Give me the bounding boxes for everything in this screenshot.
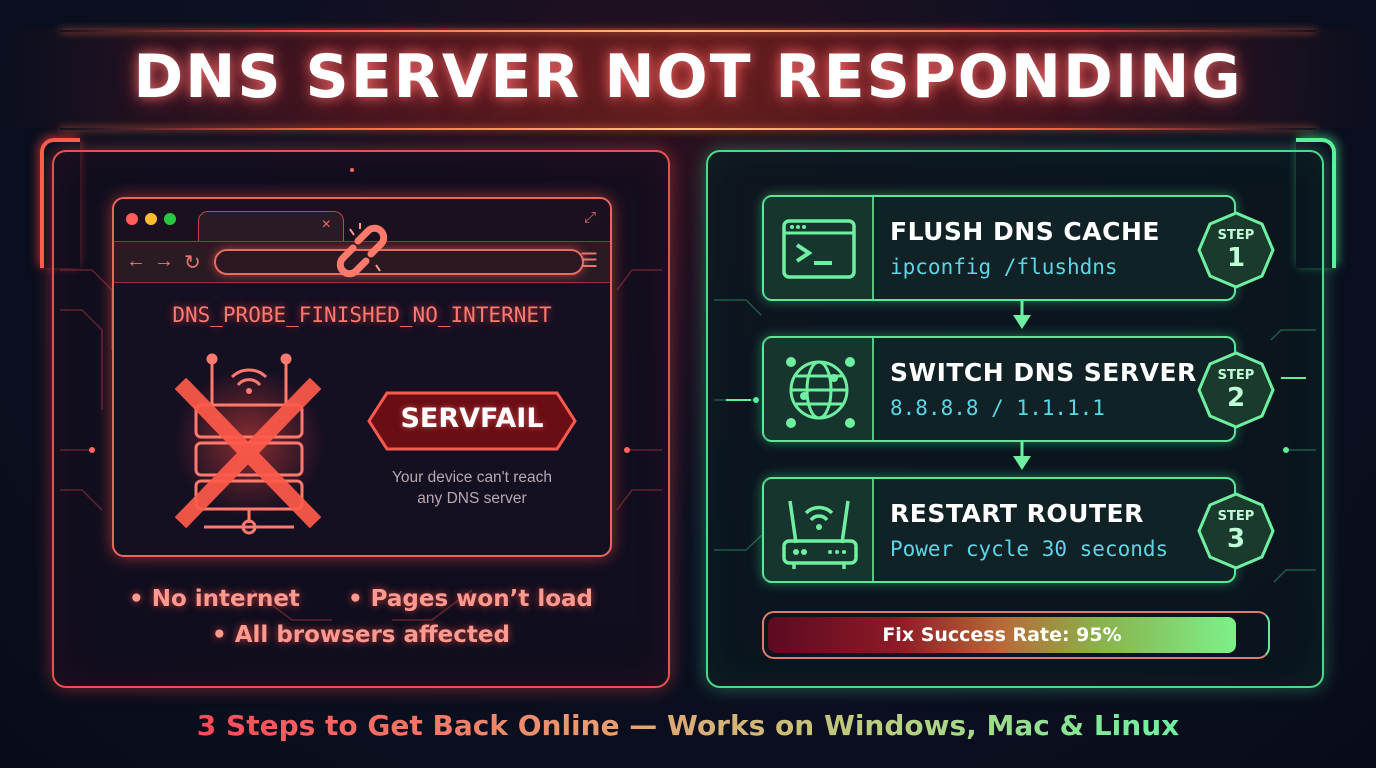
step-badge-2: STEP 2 bbox=[1196, 350, 1276, 430]
reload-icon[interactable]: ↻ bbox=[184, 252, 201, 274]
step-card-3[interactable]: RESTART ROUTER Power cycle 30 seconds bbox=[762, 477, 1236, 583]
step-card-2[interactable]: SWITCH DNS SERVER 8.8.8.8 / 1.1.1.1 bbox=[762, 336, 1236, 442]
error-description: Your device can't reach any DNS server bbox=[354, 467, 590, 509]
window-close-dot[interactable] bbox=[126, 213, 138, 225]
title-glow-line-bottom bbox=[60, 128, 1316, 130]
browser-tab[interactable]: × bbox=[198, 211, 344, 243]
arrow-down-icon bbox=[1013, 442, 1031, 470]
green-circuit-traces bbox=[714, 299, 1316, 583]
success-rate-label: Fix Success Rate: 95% bbox=[882, 624, 1122, 646]
arrow-down-icon bbox=[1013, 301, 1031, 329]
success-rate-bar bbox=[762, 611, 1270, 659]
servfail-badge-frame bbox=[367, 391, 577, 451]
step-badge-3: STEP 3 bbox=[1196, 491, 1276, 571]
step-icon-box bbox=[764, 197, 874, 299]
step-icon-box bbox=[764, 338, 874, 440]
step-title: SWITCH DNS SERVER bbox=[890, 358, 1197, 387]
red-corner-accent bbox=[40, 138, 80, 268]
menu-icon[interactable]: ☰ bbox=[580, 250, 598, 272]
symptom-item: • No internet bbox=[128, 586, 300, 612]
step-number: 1 bbox=[1226, 243, 1246, 273]
error-description-line2: any DNS server bbox=[417, 490, 527, 507]
browser-window: × ⤢ ← → ↻ ☰ DNS_PROBE_FINISHED_NO_INTERN… bbox=[112, 197, 612, 557]
error-description-line1: Your device can't reach bbox=[391, 469, 553, 486]
step-badge-label: STEP bbox=[1217, 509, 1255, 524]
forward-arrow-icon[interactable]: → bbox=[154, 250, 174, 272]
window-minimize-dot[interactable] bbox=[145, 213, 157, 225]
step-title: FLUSH DNS CACHE bbox=[890, 217, 1160, 246]
symptom-item: • All browsers affected bbox=[212, 622, 510, 648]
step-command: 8.8.8.8 / 1.1.1.1 bbox=[890, 396, 1105, 420]
step-badge-1: STEP 1 bbox=[1196, 210, 1276, 290]
globe-network-icon bbox=[786, 357, 855, 428]
expand-icon[interactable]: ⤢ bbox=[583, 209, 596, 226]
step-title: RESTART ROUTER bbox=[890, 499, 1144, 528]
step-card-1[interactable]: FLUSH DNS CACHE ipconfig /flushdns bbox=[762, 195, 1236, 301]
step-badge-label: STEP bbox=[1217, 228, 1255, 243]
tab-close-icon[interactable]: × bbox=[321, 216, 331, 233]
terminal-icon bbox=[782, 219, 856, 279]
success-rate-fill bbox=[768, 617, 1236, 653]
symptom-item: • Pages won’t load bbox=[347, 586, 593, 612]
symptom-list: • No internet • Pages won’t load • All b… bbox=[52, 586, 670, 658]
red-circuit-traces bbox=[60, 168, 662, 621]
step-command: Power cycle 30 seconds bbox=[890, 537, 1169, 561]
window-maximize-dot[interactable] bbox=[164, 213, 176, 225]
step-number: 2 bbox=[1226, 383, 1246, 413]
footer-tagline: 3 Steps to Get Back Online — Works on Wi… bbox=[0, 709, 1376, 742]
title-band bbox=[0, 28, 1376, 128]
router-icon bbox=[782, 500, 858, 569]
step-command: ipconfig /flushdns bbox=[890, 255, 1118, 279]
step-icon-box bbox=[764, 479, 874, 581]
green-corner-accent bbox=[1296, 138, 1336, 268]
address-bar[interactable] bbox=[214, 249, 584, 275]
back-arrow-icon[interactable]: ← bbox=[126, 250, 146, 272]
servfail-label: SERVFAIL bbox=[400, 403, 544, 434]
title-glow-line-top bbox=[60, 30, 1316, 32]
page-title: DNS SERVER NOT RESPONDING bbox=[133, 42, 1243, 112]
error-code: DNS_PROBE_FINISHED_NO_INTERNET bbox=[172, 303, 552, 327]
broken-chain-icon bbox=[336, 223, 388, 278]
step-number: 3 bbox=[1226, 524, 1246, 554]
status-badge: SERVFAIL bbox=[367, 391, 577, 451]
server-down-icon bbox=[174, 353, 324, 535]
step-badge-label: STEP bbox=[1217, 368, 1255, 383]
